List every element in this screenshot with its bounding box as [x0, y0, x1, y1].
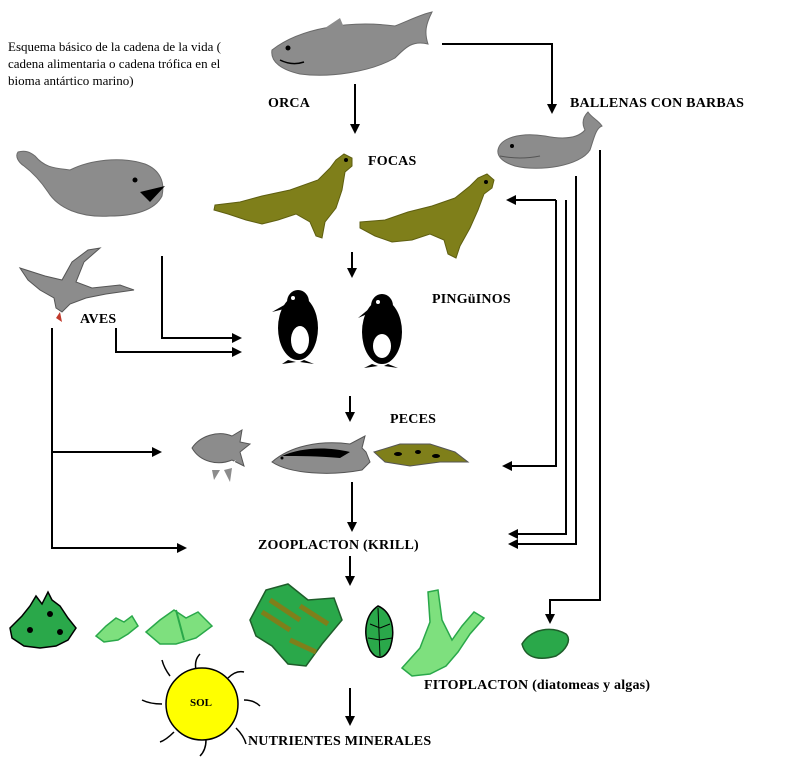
label-seals: FOCAS [368, 154, 417, 169]
fish-illustration-2 [271, 435, 371, 474]
seal-illustration-left [213, 153, 353, 239]
label-fish: PECES [390, 412, 437, 427]
whale-illustration [16, 150, 165, 217]
label-penguins: PINGüINOS [432, 292, 511, 307]
fish-illustration-3 [373, 443, 470, 467]
penguin-illustration-left [272, 290, 318, 364]
bird-illustration [18, 247, 135, 322]
arrows-group [51, 43, 601, 726]
arrow-birds-to-zooplankton [51, 452, 187, 553]
arrow-whale-to-penguins [161, 256, 242, 343]
diagram-description: Esquema básico de la cadena de la vida (… [8, 39, 221, 88]
algae-illustration-5 [365, 605, 394, 658]
label-birds: AVES [80, 312, 117, 327]
fish-illustration-1 [191, 429, 252, 482]
algae-illustration-7 [521, 628, 570, 659]
arrow-birds-to-penguins [115, 328, 242, 357]
sun-illustration [141, 653, 261, 757]
label-baleen-whales: BALLENAS CON BARBAS [570, 96, 745, 111]
arrow-baleen-to-zooplankton-b [508, 176, 577, 549]
label-orca: ORCA [268, 96, 311, 111]
label-mineral-nutrients: NUTRIENTES MINERALES [248, 734, 432, 749]
label-sun: SOL [190, 697, 213, 709]
algae-illustration-6 [400, 589, 486, 677]
arrow-baleen-to-fish [502, 200, 557, 471]
arrow-baleen-to-zooplankton-a [508, 200, 567, 539]
algae-illustration-4 [249, 583, 343, 667]
label-zooplankton: ZOOPLACTON (KRILL) [258, 538, 419, 553]
baleen-whale-illustration [497, 111, 603, 169]
orca-illustration [271, 11, 433, 76]
algae-illustration-1 [9, 590, 77, 649]
seal-illustration-right [359, 173, 495, 259]
penguin-illustration-right [358, 294, 402, 368]
algae-illustration-2 [94, 614, 139, 643]
arrow-orca-to-baleen-whales [442, 43, 557, 114]
arrow-baleen-to-phytoplankton [545, 150, 601, 624]
arrow-birds-to-fish [51, 328, 162, 457]
algae-illustration-3 [144, 609, 214, 645]
label-phytoplankton: FITOPLACTON (diatomeas y algas) [424, 678, 651, 693]
